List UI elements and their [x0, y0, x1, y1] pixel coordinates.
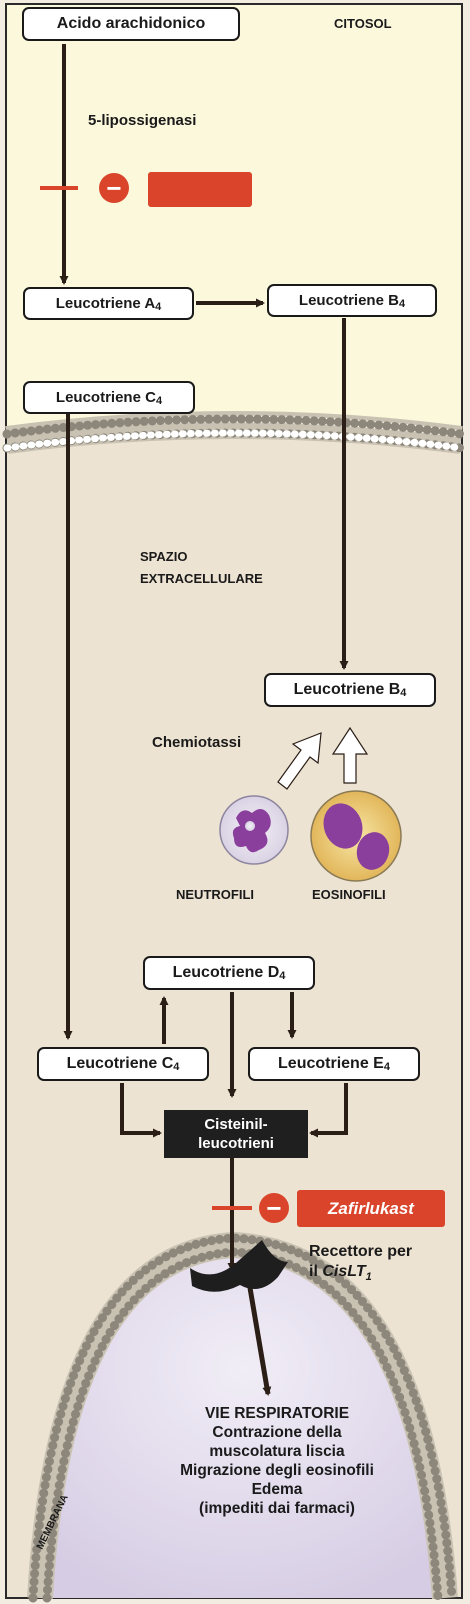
- ltd4-text: Leucotriene D: [172, 964, 280, 981]
- outcome-line-4: Edema: [251, 1481, 303, 1498]
- inhibitor-symbol-upper: [99, 173, 129, 203]
- inhibitor-sign-upper: −: [106, 173, 121, 203]
- lte4-text: Leucotriene E: [278, 1055, 384, 1072]
- ltc4-top-text: Leucotriene C: [55, 389, 156, 406]
- inhibitor-symbol-lower: [259, 1193, 289, 1223]
- ltb4-extra-text: Leucotriene B: [293, 681, 401, 698]
- arrow-ltc4-to-cysteinyl: [120, 1083, 162, 1138]
- ltd4-subscript: 4: [279, 970, 286, 982]
- extracellular-label-line-1: SPAZIO: [140, 549, 188, 564]
- inhibitor-sign-lower: −: [266, 1193, 281, 1223]
- lta4-text: Leucotriene A: [55, 295, 156, 312]
- receptor-name: CisLT: [322, 1263, 366, 1280]
- zafirlukast-drug: Zafirlukast: [297, 1190, 445, 1227]
- outcome-line-2: muscolatura liscia: [209, 1443, 345, 1460]
- outcome-line-5: (impediti dai farmaci): [199, 1500, 355, 1517]
- lte4-subscript: 4: [383, 1061, 390, 1073]
- ltb4-top-text: Leucotriene B: [298, 292, 399, 309]
- chemotaxis-arrow-neutrophils: [277, 732, 322, 790]
- enzyme-label: 5-lipossigenasi: [88, 112, 197, 129]
- upper-inhibitor-drug: [148, 172, 252, 207]
- chemotaxis-arrow-eosinophils: [331, 726, 369, 784]
- receptor-label-prefix: il: [309, 1263, 323, 1280]
- receptor-label-line-2: il CisLT1: [309, 1262, 412, 1287]
- airway-outcome: VIE RESPIRATORIE Contrazione della musco…: [150, 1404, 404, 1518]
- cysteinyl-line-2: leucotrieni: [198, 1135, 274, 1152]
- outcome-title: VIE RESPIRATORIE: [204, 1405, 350, 1422]
- cytosol-region: [7, 5, 461, 440]
- lta4-subscript: 4: [155, 300, 162, 313]
- arrow-lte4-to-cysteinyl: [309, 1083, 348, 1138]
- eosinophil-cell: [310, 790, 402, 882]
- receptor-label: Recettore per il CisLT1: [309, 1242, 412, 1287]
- extracellular-label-line-2: EXTRACELLULARE: [140, 571, 263, 586]
- ltb4-extra-subscript: 4: [400, 687, 407, 699]
- neutrophils-label: NEUTROFILI: [176, 887, 254, 902]
- ltc4-top-subscript: 4: [155, 394, 163, 407]
- ltb4-top-subscript: 4: [398, 297, 406, 310]
- ltc4-bottom-text: Leucotriene C: [66, 1055, 174, 1072]
- extracellular-label: SPAZIO EXTRACELLULARE: [140, 546, 263, 590]
- node-arachidonic-acid: Acido arachidonico: [22, 7, 240, 41]
- receptor-label-line-1: Recettore per: [309, 1243, 413, 1260]
- node-cysteinyl-leukotrienes: Cisteinil- leucotrieni: [164, 1110, 308, 1158]
- ltc4-bottom-subscript: 4: [173, 1061, 180, 1073]
- neutrophil-cell: [219, 795, 289, 865]
- cysteinyl-line-1: Cisteinil-: [204, 1116, 268, 1133]
- arrow-receptor-signal: [245, 1275, 272, 1396]
- cytosol-label: CITOSOL: [334, 16, 392, 31]
- receptor-subscript: 1: [365, 1271, 372, 1284]
- eosinophils-label: EOSINOFILI: [312, 887, 386, 902]
- chemotaxis-label: Chemiotassi: [152, 734, 242, 751]
- cislt1-receptor: [190, 1240, 288, 1292]
- outcome-line-1: Contrazione della: [212, 1424, 342, 1441]
- outcome-line-3: Migrazione degli eosinofili: [180, 1462, 374, 1479]
